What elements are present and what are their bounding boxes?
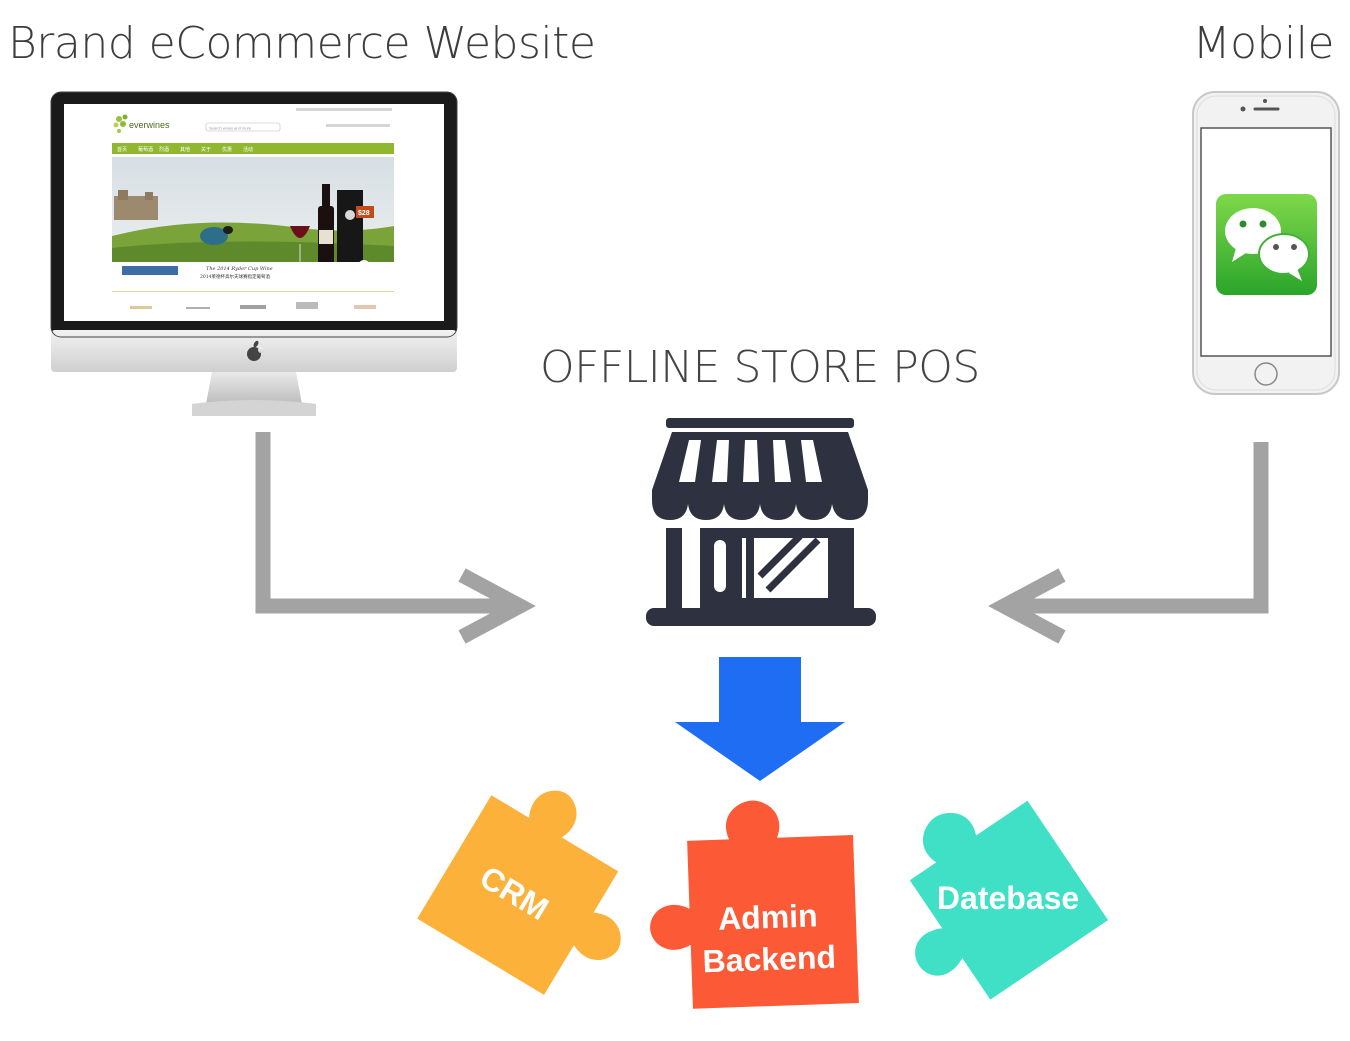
site-nav-item[interactable]: 首页: [117, 146, 127, 153]
website-screen: everwines Search wines and more 首页 葡萄酒烈酒 其…: [64, 104, 444, 321]
website-label: Brand eCommerce Website: [8, 18, 596, 69]
database-puzzle-piece[interactable]: Datebase: [855, 769, 1109, 1022]
banner-line2: 2014莱德杯高尔夫球赛指定葡萄酒: [200, 273, 270, 280]
site-nav-item[interactable]: 其他: [180, 146, 190, 153]
admin-backend-puzzle-piece[interactable]: Admin Backend: [646, 797, 859, 1010]
mobile-label: Mobile: [1192, 18, 1335, 69]
everwines-brand: everwines: [129, 120, 170, 130]
desktop-monitor: everwines Search wines and more 首页 葡萄酒烈酒 其…: [50, 91, 458, 416]
mobile-phone: [1192, 91, 1340, 395]
home-button[interactable]: [1254, 362, 1278, 386]
backend-label: Backend: [702, 939, 837, 980]
site-nav-bar: [112, 143, 394, 154]
pos-label: OFFLINE STORE POS: [540, 342, 980, 393]
store-icon: [646, 418, 876, 626]
crm-puzzle-piece[interactable]: CRM: [417, 761, 673, 1016]
site-nav-item[interactable]: 关于: [201, 146, 211, 153]
site-search-input[interactable]: [205, 122, 281, 132]
site-nav-item[interactable]: 葡萄酒: [138, 146, 153, 153]
database-label: Datebase: [937, 880, 1079, 916]
wechat-icon[interactable]: [1216, 194, 1317, 295]
site-search-placeholder: Search wines and more: [209, 126, 252, 131]
banner-line1: The 2014 Ryder Cup Wine: [206, 266, 273, 272]
arrow-web-to-pos: [255, 432, 536, 644]
admin-label: Admin: [717, 897, 818, 936]
arrow-pos-to-modules: [675, 657, 845, 781]
site-nav-item[interactable]: 活动: [243, 146, 253, 153]
arrow-mobile-to-pos: [988, 442, 1269, 644]
apple-logo-icon: [247, 340, 264, 361]
everwines-logo-icon: [113, 114, 128, 133]
price-tag: $28: [358, 210, 370, 217]
site-nav-item[interactable]: 优惠: [222, 146, 232, 153]
site-nav-item[interactable]: 烈酒: [159, 146, 169, 153]
